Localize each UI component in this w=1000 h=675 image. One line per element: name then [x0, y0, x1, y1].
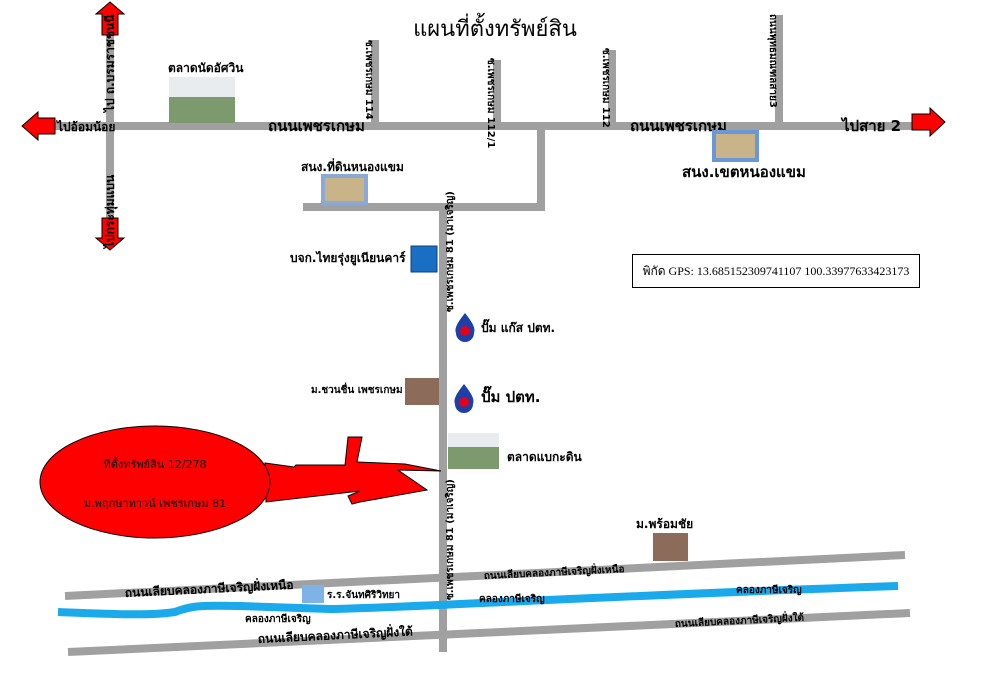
branch-road	[303, 126, 545, 211]
land-office-photo	[321, 174, 368, 205]
company-marker	[410, 245, 438, 273]
property-village: ม.พฤกษาทาวน์ เพชรเกษม 81	[84, 497, 226, 510]
soi-81-label-1: ซ.เพชรเกษม 81 (มาเจริญ)	[444, 191, 456, 312]
land-office-label: สนง.ที่ดินหนองแขม	[301, 158, 404, 174]
ptt-gas-icon	[455, 313, 475, 342]
phutthamonthon-label: ถนนพุทธมณฑลสาย3	[767, 14, 778, 108]
district-office-label: สนง.เขตหนองแขม	[682, 163, 806, 181]
arrow-north-icon	[94, 1, 126, 36]
village-1-photo	[405, 378, 439, 405]
market-baeng-label: ตลาดแบกะดิน	[507, 450, 583, 464]
phetkasem-label-2: ถนนเพชรเกษม	[630, 117, 727, 135]
left-down-label: ไปกระทุ่มแบน	[102, 174, 118, 250]
district-office-photo	[712, 130, 759, 162]
arrow-south-icon	[94, 217, 126, 251]
direction-arrows	[21, 1, 946, 251]
phetkasem-label-1: ถนนเพชรเกษม	[268, 117, 365, 135]
left-up-label: ไป ถ.บรมราชชนนี	[102, 14, 117, 114]
road-network	[40, 15, 915, 656]
soi-112-1-label: ซ.เพชรเกษม 112/1	[485, 58, 496, 148]
canal-label-1: คลองภาษีเจริญ	[245, 613, 311, 625]
market-nat-label: ตลาดนัดอัศวิน	[168, 61, 244, 75]
school-label: ร.ร.จันทศิริวิทยา	[327, 589, 400, 601]
to-west-label: ไปอ้อมน้อย	[55, 119, 115, 134]
map-title: แผนที่ตั้งทรัพย์สิน	[413, 13, 577, 42]
market-photo-sky	[169, 77, 235, 97]
ptt-pump-icon	[454, 384, 474, 413]
soi-114-label: ซ.เพชรเกษม 114	[363, 40, 374, 120]
village-2-label: ม.พร้อมชัย	[636, 517, 693, 531]
canal-north-road	[64, 551, 906, 600]
pointer-arrow-icon	[264, 436, 442, 505]
canal-line	[57, 582, 899, 619]
village-1-label: ม.ชวนชื่น เพชรเกษม	[311, 382, 403, 396]
canal-label-2: คลองภาษีเจริญ	[479, 593, 545, 605]
arrow-west-icon	[21, 110, 56, 142]
canal-south-road-label-2: ถนนเลียบคลองภาษีเจริญฝั่งใต้	[674, 610, 804, 630]
ptt-pump-label: ปั๊ม ปตท.	[481, 385, 540, 406]
canal-north-road-label-2: ถนนเลียบคลองภาษีเจริญฝั่งเหนือ	[483, 561, 624, 582]
arrow-east-icon	[911, 106, 946, 138]
gps-coordinates-box: พิกัด GPS: 13.685152309741107 100.339776…	[632, 254, 920, 288]
soi-112-label: ซ.เพชรเกษม 112	[600, 48, 611, 128]
property-ellipse	[39, 425, 271, 539]
property-address: ที่ตั้งทรัพย์สิน 12/278	[103, 456, 206, 471]
canal-south-road	[67, 609, 911, 656]
soi-81-label-2: ซ.เพชรเกษม 81 (มาเจริญ)	[444, 479, 456, 600]
to-east-label: ไปสาย 2	[840, 116, 901, 135]
school-photo	[302, 585, 324, 603]
gas-pump-label: ปั๊ม แก๊ส ปตท.	[481, 318, 555, 335]
company-label: บจก.ไทยรุ่งยูเนียนคาร์	[290, 250, 406, 266]
property-callout: ที่ตั้งทรัพย์สิน 12/278 ม.พฤกษาทาวน์ เพช…	[39, 425, 442, 539]
canal-label-3: คลองภาษีเจริญ	[736, 584, 802, 596]
canal-north-road-label-1: ถนนเลียบคลองภาษีเจริญฝั่งเหนือ	[124, 576, 293, 600]
market-baeng-photo-sky	[448, 433, 499, 447]
village-2-photo	[653, 533, 688, 561]
